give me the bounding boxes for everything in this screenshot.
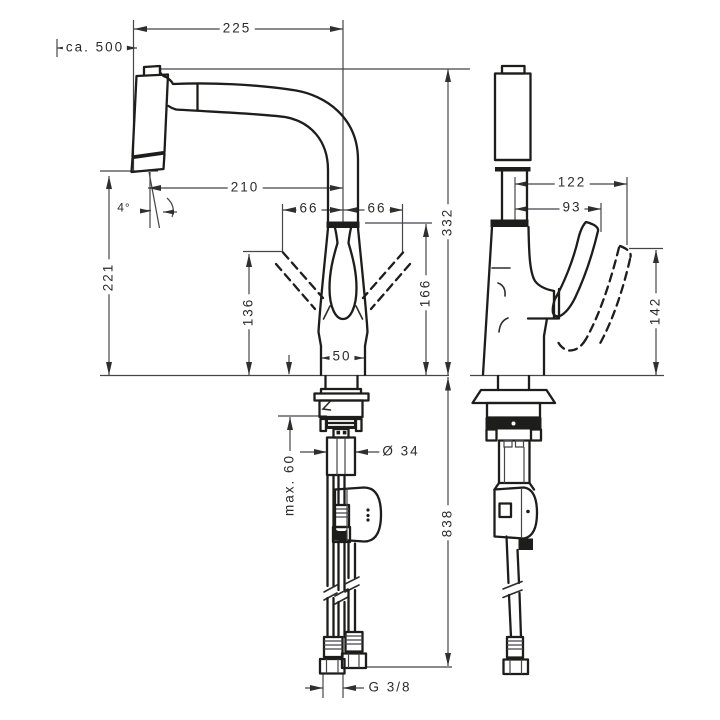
dim-label-spout-reach: 210 xyxy=(227,180,263,196)
shank-side xyxy=(497,439,531,485)
dim-label-overall-width: 225 xyxy=(219,21,255,37)
teardrop-handle xyxy=(328,226,358,321)
dim-label-lever-tip-height: 142 xyxy=(648,293,664,329)
dim-label-handle-clearance: 136 xyxy=(241,294,257,330)
extension-lines xyxy=(56,20,663,698)
spray-outlet-band xyxy=(130,152,166,174)
dim-label-total-height: 332 xyxy=(440,204,456,240)
dim-label-body-height: 166 xyxy=(418,275,434,311)
spout-arm xyxy=(158,66,360,223)
side-view xyxy=(471,64,632,676)
spout-column-side xyxy=(500,170,529,221)
check-valve-unit-side xyxy=(493,486,539,540)
handle-swing-dashed-front xyxy=(274,251,412,311)
lever-swing-dashed-side xyxy=(555,244,632,352)
dim-label-shank-diameter: Ø 34 xyxy=(379,444,423,460)
dimension-arrowheads xyxy=(57,26,659,691)
joint-ring-front xyxy=(326,221,360,228)
hose-fitting-left xyxy=(322,635,344,659)
under-counter-front xyxy=(313,374,383,675)
dim-label-pullout-hose: ca. 500 xyxy=(62,40,128,56)
spray-handle-side xyxy=(493,72,532,162)
dim-label-outlet-height: 221 xyxy=(101,259,117,295)
dim-label-swivel-right: 66 xyxy=(364,201,390,217)
joint-ring-side xyxy=(490,219,529,227)
dim-label-connection-thread: G 3/8 xyxy=(365,680,415,696)
dim-label-hose-length: 838 xyxy=(440,505,456,541)
connector-nut-right xyxy=(340,652,368,670)
dim-label-max-deck-thickness: max. 60 xyxy=(282,450,298,520)
dim-label-base-width: 50 xyxy=(329,349,355,365)
dim-label-lever-reach-max: 122 xyxy=(554,175,590,191)
connector-nut-left xyxy=(318,657,346,675)
dim-label-swivel-left: 66 xyxy=(296,201,322,217)
hose-fitting-right xyxy=(344,630,364,653)
escutcheon-plate-side xyxy=(471,388,557,405)
shank-front xyxy=(325,436,357,477)
faucet-body-side xyxy=(481,225,561,376)
select-lever-side xyxy=(551,220,600,318)
spray-head xyxy=(130,64,170,174)
connector-nut-side xyxy=(502,658,530,676)
check-valve-unit-front xyxy=(333,486,383,543)
under-counter-side xyxy=(471,374,557,676)
front-view xyxy=(130,64,412,675)
hose-fitting-side xyxy=(505,635,525,659)
dim-label-spout-angle: 4° xyxy=(114,201,134,215)
dim-label-lever-reach: 93 xyxy=(559,200,585,216)
faucet-body-front xyxy=(317,226,369,377)
fastening-nut-front xyxy=(326,417,356,429)
